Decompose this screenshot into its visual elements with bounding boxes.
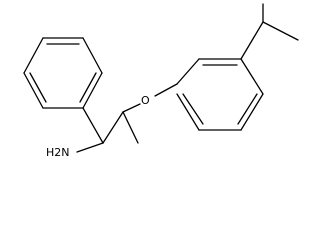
bond xyxy=(154,83,178,97)
bond xyxy=(262,21,299,41)
bond xyxy=(122,111,139,144)
side-chain xyxy=(76,83,178,153)
phenyl-ring xyxy=(23,37,103,109)
bond xyxy=(23,37,44,74)
bond xyxy=(176,93,200,131)
isopropyl-group xyxy=(240,3,299,60)
bond xyxy=(82,72,103,109)
bond xyxy=(122,103,141,113)
molecule-structure: O H2N xyxy=(23,3,299,159)
bond xyxy=(29,72,47,103)
bond xyxy=(240,58,264,95)
bond xyxy=(240,93,264,131)
bond xyxy=(76,142,104,153)
bond xyxy=(182,93,204,125)
ether-oxygen-label: O xyxy=(141,94,150,107)
bond xyxy=(240,21,264,60)
bond xyxy=(23,72,44,109)
bond xyxy=(82,37,103,74)
bond xyxy=(82,107,104,144)
bond xyxy=(237,93,258,125)
bond xyxy=(79,72,97,103)
bond xyxy=(176,58,200,85)
amine-label: H2N xyxy=(46,146,70,159)
bond xyxy=(102,111,124,144)
aryl-ring xyxy=(176,58,264,131)
